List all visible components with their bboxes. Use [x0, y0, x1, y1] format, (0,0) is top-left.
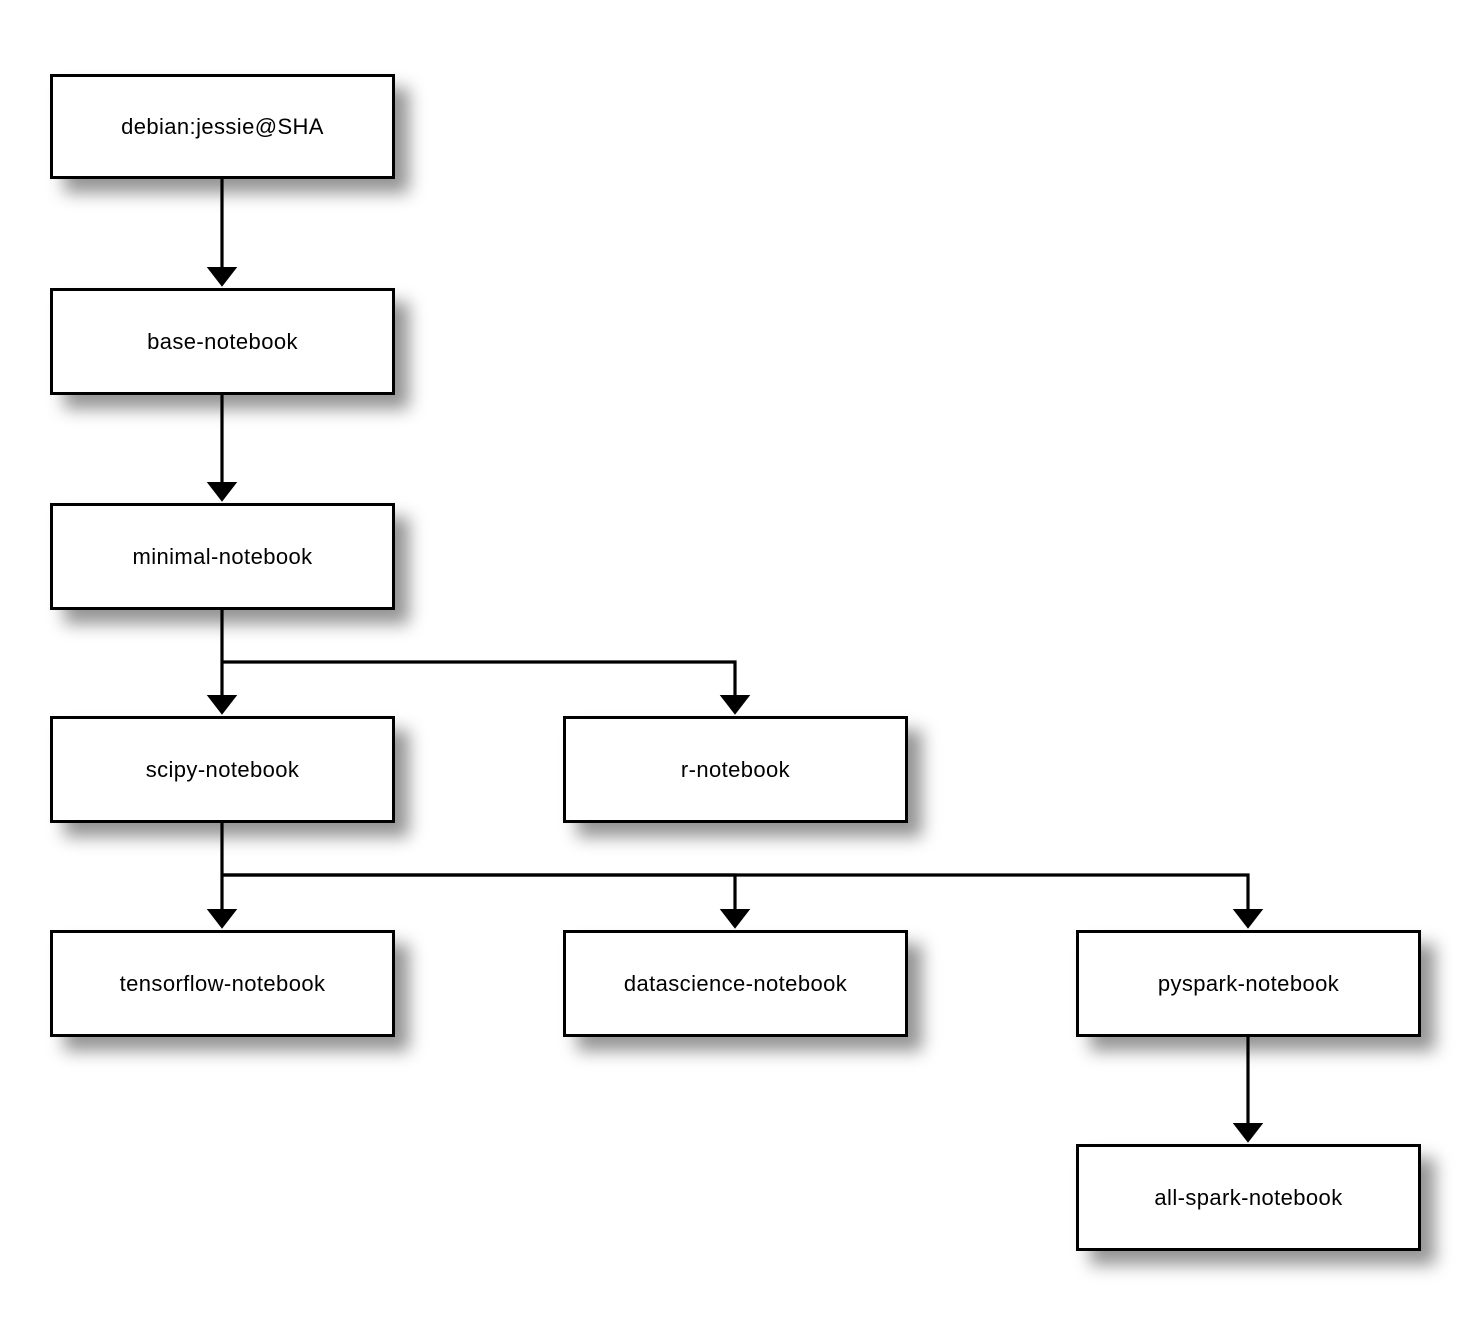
- node-label: base-notebook: [147, 328, 298, 354]
- node-all-spark-notebook[interactable]: all-spark-notebook: [1076, 1144, 1421, 1251]
- node-pyspark-notebook[interactable]: pyspark-notebook: [1076, 930, 1421, 1037]
- node-label: debian:jessie@SHA: [121, 113, 324, 139]
- edge-scipy-to-pyspark: [222, 873, 1264, 929]
- node-tensorflow-notebook[interactable]: tensorflow-notebook: [50, 930, 395, 1037]
- node-datascience-notebook[interactable]: datascience-notebook: [563, 930, 908, 1037]
- node-label: minimal-notebook: [132, 543, 313, 569]
- node-debian-jessie-sha[interactable]: debian:jessie@SHA: [50, 74, 395, 179]
- node-label: tensorflow-notebook: [119, 970, 326, 996]
- node-base-notebook[interactable]: base-notebook: [50, 288, 395, 395]
- node-minimal-notebook[interactable]: minimal-notebook: [50, 503, 395, 610]
- node-label: scipy-notebook: [145, 756, 300, 782]
- node-label: datascience-notebook: [623, 970, 848, 996]
- node-label: pyspark-notebook: [1157, 970, 1340, 996]
- node-label: all-spark-notebook: [1154, 1184, 1343, 1210]
- edge-minimal-to-r: [222, 660, 751, 715]
- node-label: r-notebook: [680, 756, 791, 782]
- node-r-notebook[interactable]: r-notebook: [563, 716, 908, 823]
- node-scipy-notebook[interactable]: scipy-notebook: [50, 716, 395, 823]
- edge-scipy-to-datascience: [222, 873, 751, 929]
